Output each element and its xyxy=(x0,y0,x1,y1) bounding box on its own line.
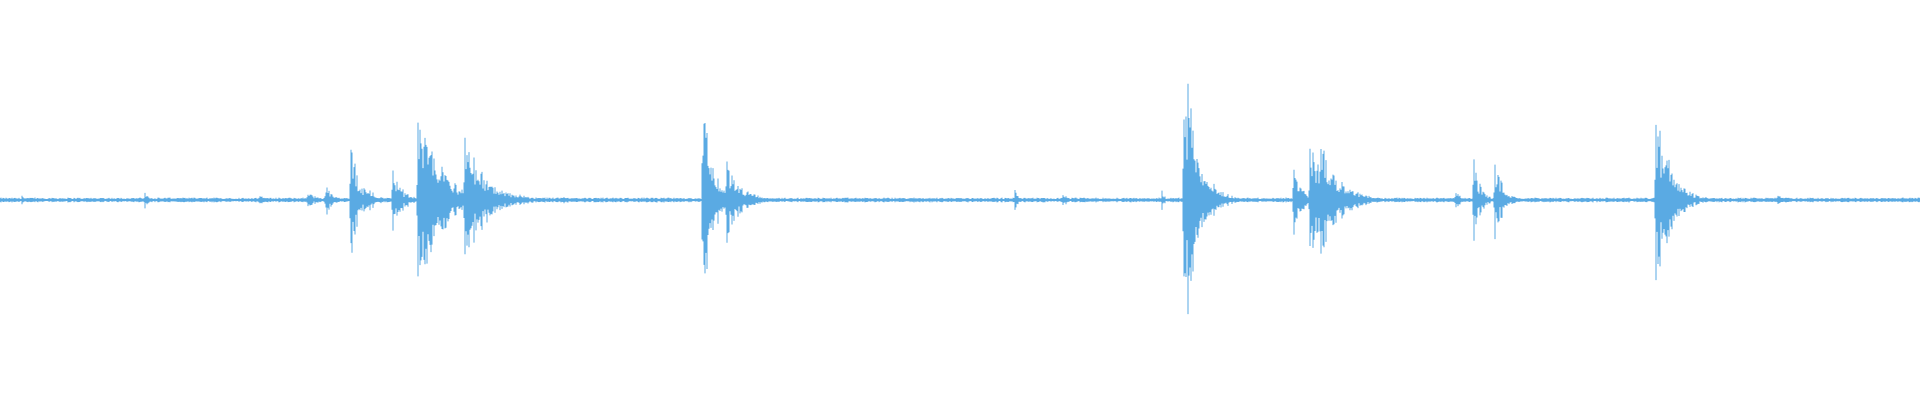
waveform-bars xyxy=(0,83,1920,315)
